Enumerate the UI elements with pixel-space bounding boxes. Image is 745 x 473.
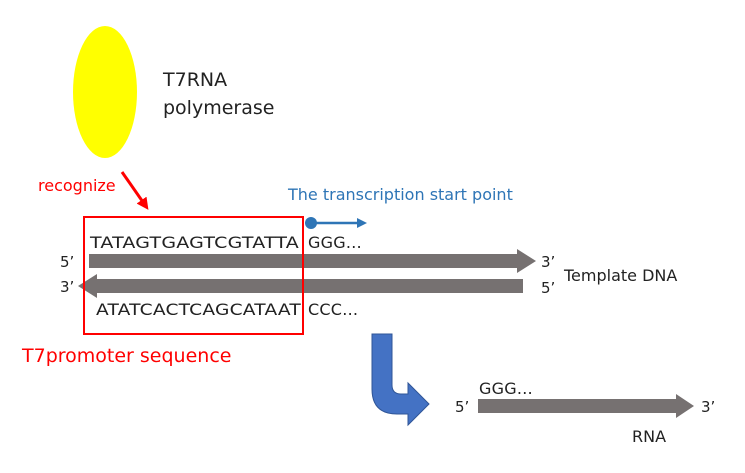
- recognize-arrow: [120, 171, 149, 210]
- bottom-strand-5-end: 5’: [541, 279, 555, 297]
- rna-arrowhead: [676, 394, 694, 418]
- bottom-strand-after-seq: CCC…: [308, 300, 358, 319]
- rna-sequence: GGG…: [479, 379, 533, 398]
- bottom-strand-bar: [95, 279, 523, 293]
- bottom-strand-arrowhead: [78, 274, 97, 298]
- rna-5-end: 5’: [455, 398, 469, 416]
- start-point-label: The transcription start point: [287, 185, 513, 204]
- rna-label: RNA: [632, 427, 666, 446]
- promoter-label: T7promoter sequence: [21, 345, 231, 367]
- transition-arrow: [371, 333, 430, 427]
- bottom-strand-promoter-seq: ATATCACTCAGCATAAT: [96, 300, 301, 319]
- top-strand-after-seq: GGG…: [308, 233, 362, 252]
- template-dna-label: Template DNA: [563, 266, 677, 285]
- top-strand-arrowhead: [517, 249, 536, 273]
- enzyme-label-line2: polymerase: [163, 97, 274, 119]
- recognize-label: recognize: [38, 176, 116, 195]
- enzyme-label-line1: T7RNA: [162, 69, 227, 91]
- rna-bar: [478, 399, 678, 413]
- start-point-dot: [305, 217, 317, 229]
- polymerase-ellipse: [73, 26, 137, 158]
- promoter-box: [83, 216, 304, 335]
- rna-3-end: 3’: [701, 398, 715, 416]
- top-strand-5-end: 5’: [60, 253, 74, 271]
- top-strand-promoter-seq: TATAGTGAGTCGTATTA: [89, 233, 299, 252]
- top-strand-3-end: 3’: [541, 253, 555, 271]
- bottom-strand-3-end: 3’: [60, 278, 74, 296]
